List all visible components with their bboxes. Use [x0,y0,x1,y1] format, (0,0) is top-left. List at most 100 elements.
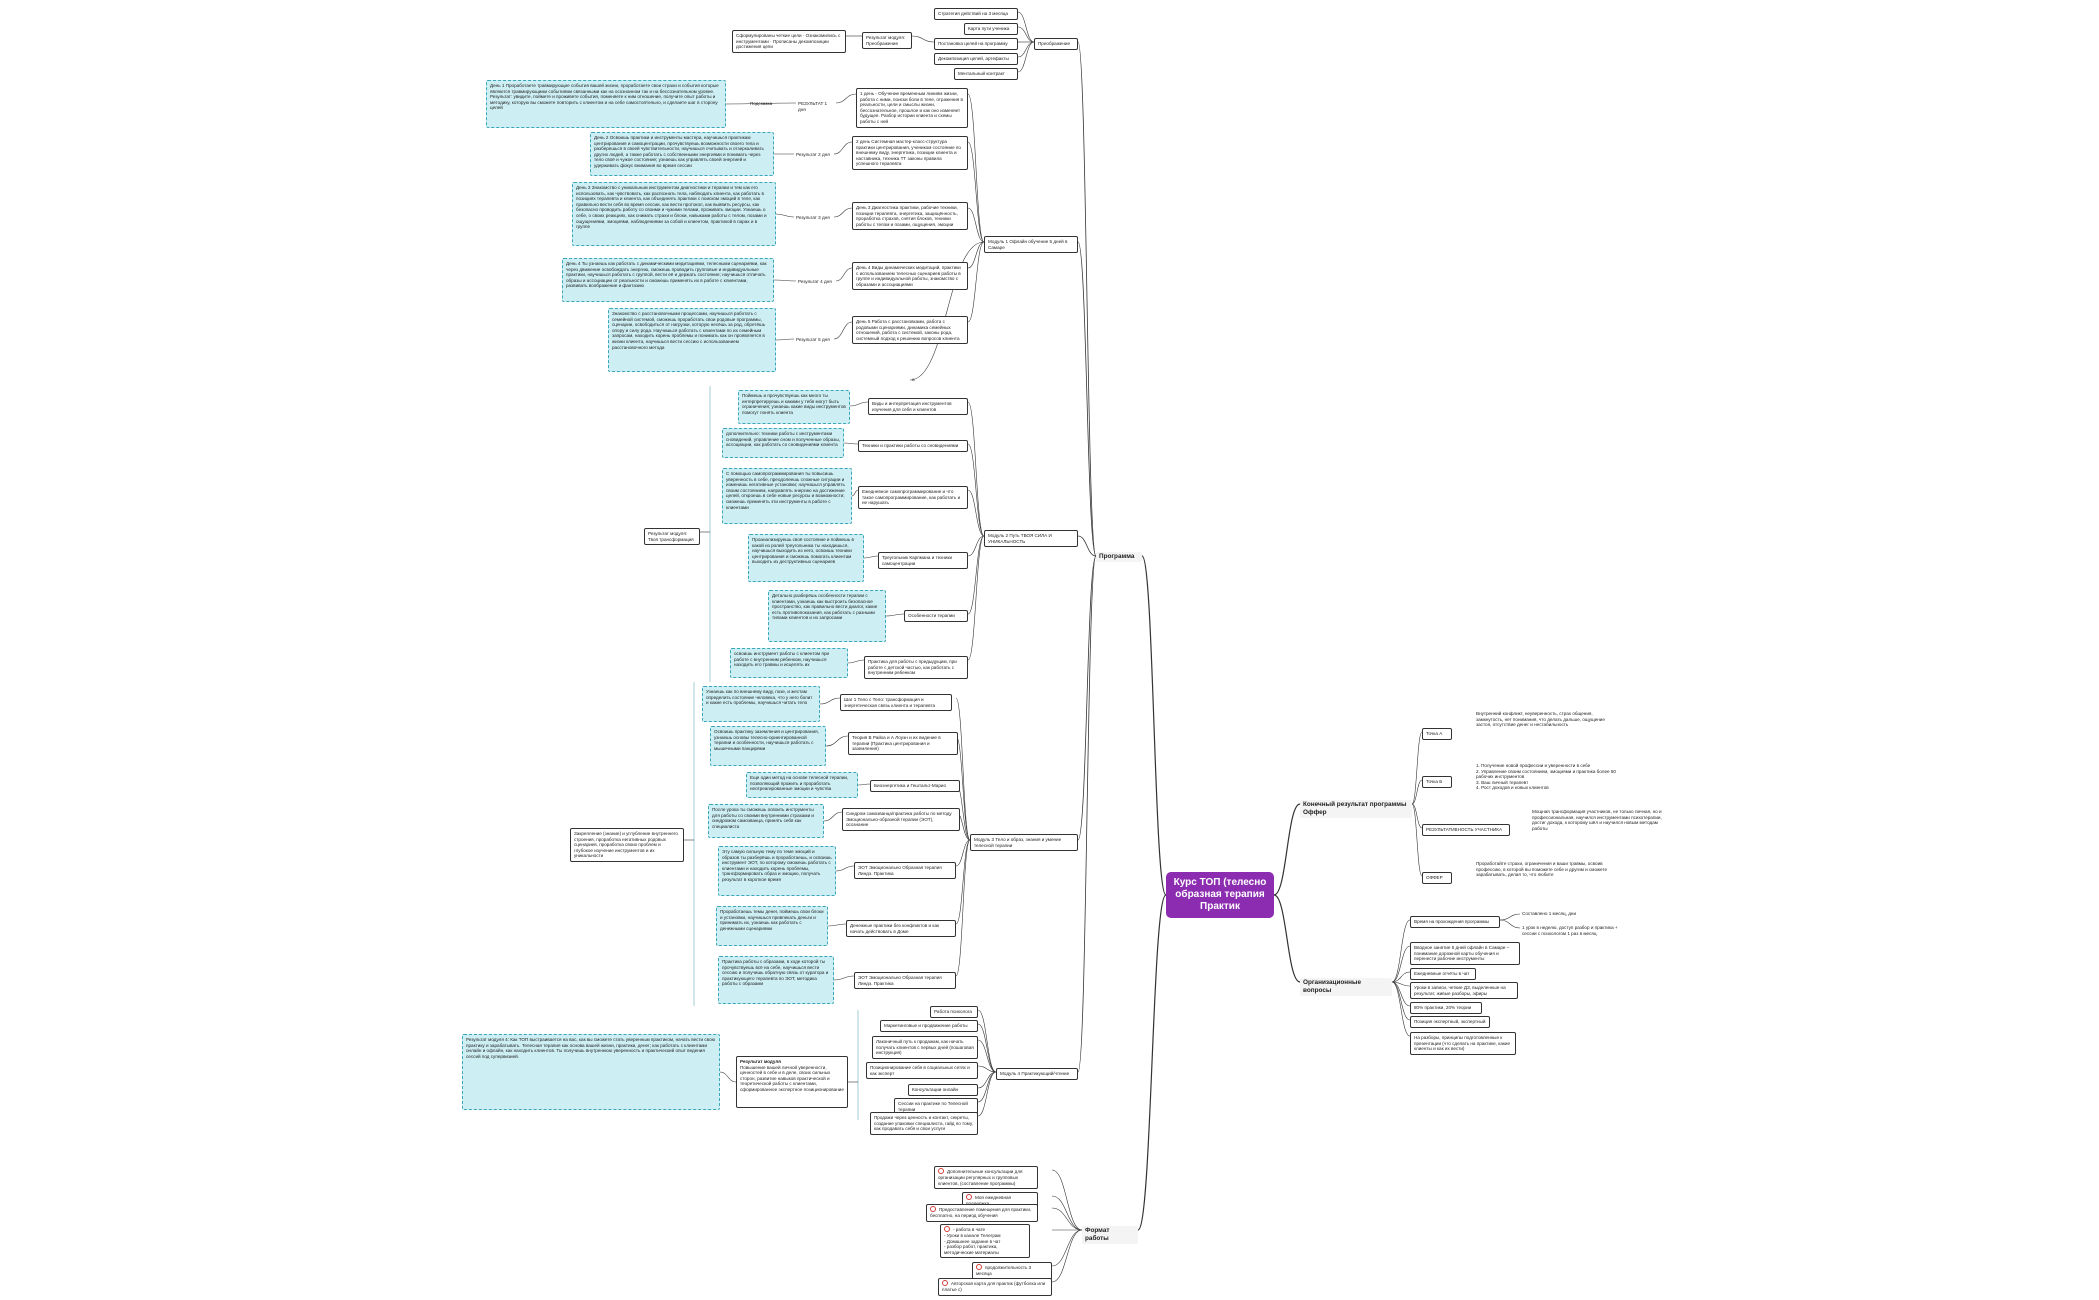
module1-day2-topic[interactable]: 2 день Системная мастер-класс-структура … [852,136,968,170]
module2-detail[interactable]: Детально разберёшь особенности терапии с… [768,590,886,642]
connector [977,1071,997,1089]
org-item[interactable]: Время на прохождения программы [1410,916,1500,928]
final-participant-results[interactable]: РЕЗУЛЬТАТИВНОСТЬ УЧАСТНИКА [1422,824,1510,836]
module2-detail[interactable]: Проанализируешь своё состояние и поймешь… [748,534,864,582]
format-item[interactable]: Дополнительные консультации для организа… [934,1166,1038,1190]
branch-final-result[interactable]: Конечный результат программы Оффер [1300,800,1412,818]
connector [1051,1207,1083,1231]
module2-topic[interactable]: Практика для работы с предыдущим, при ра… [864,656,968,679]
module3-topic[interactable]: Шаг 1 Тело с Тело: трансформация и энерг… [840,694,952,712]
module4-topic[interactable]: Работа психолога [930,1006,978,1018]
module2-topic[interactable]: Виды и интерпретация инструментов изучен… [868,398,968,416]
module2-topic[interactable]: Особенности терапии [904,610,968,622]
org-item[interactable]: 80% практики, 20% теории [1410,1002,1482,1014]
transform-item[interactable]: Ментальный контракт [954,68,1018,80]
org-item[interactable]: Вводное занятие 5 дней офлайн в Самаре –… [1410,942,1520,965]
module3-topic[interactable]: ЭОТ Эмоционально Образная терапия Линдэ.… [854,862,956,880]
final-point-a[interactable]: Точка А [1422,728,1452,740]
module4-topic[interactable]: Маркетинговые и продвижение работы [880,1020,978,1032]
org-item[interactable]: На разборы, принципы подготовленные к пр… [1410,1032,1516,1055]
connector [1391,919,1411,983]
connector [835,267,853,282]
module4-topic[interactable]: Позиционирование себя в социальных сетях… [866,1062,978,1080]
module3-topic[interactable]: Синдром самозванца/практика работы по ме… [842,808,960,831]
module1-day3-topic[interactable]: День 3 Диагностика практики, рабочие тех… [852,202,968,231]
module2-topic[interactable]: Треугольник Карпмана и техники самоцентр… [878,552,968,570]
module4-node[interactable]: Модуль 4 Практикующий/чтение [996,1068,1078,1080]
connector [851,489,859,497]
transform-result-text[interactable]: Сформулированы четкие цели · Ознакомилис… [732,30,846,53]
module1-day3-result[interactable]: День 3 Знакомство с уникальным инструмен… [572,182,776,246]
module3-detail[interactable]: После урока ты сможешь освоить инструмен… [708,804,824,838]
final-point-b[interactable]: Точка Б [1422,776,1452,788]
module4-topic[interactable]: Консультации онлайн [908,1084,978,1096]
small-marker: а [912,377,915,382]
connector [773,279,797,282]
branch-organization[interactable]: Организационные вопросы [1300,978,1392,996]
final-offer[interactable]: ОФФЕР [1422,872,1452,884]
org-item[interactable]: Уроки в записи, четкие ДЗ, выделенные на… [1410,982,1518,1000]
root-topic[interactable]: Курс ТОП (телесно образная терапия Практ… [1166,872,1274,918]
module3-detail[interactable]: Проработаешь темы денег, поймешь свои бл… [716,906,828,946]
module2-topic[interactable]: Ежедневное самопрограммирование и что та… [858,486,968,509]
connector [827,923,847,927]
module3-detail[interactable]: Эту самую сильную тему по теме эмоций и … [718,846,836,896]
transform-item[interactable]: Стратегия действий на 3 месяца [934,8,1018,20]
connector [1411,803,1423,877]
module2-node[interactable]: Модуль 2 Путь ТВОЯ СИЛА И УНИКАЛЬНОСТЬ [984,530,1078,548]
module4-topic[interactable]: Лаконичный путь к продажам, как начать п… [872,1036,978,1059]
connector [823,811,843,822]
module1-day4-topic[interactable]: День 4 Виды динамических медитаций, прак… [852,262,968,291]
connector [1499,913,1521,921]
module4-long-text[interactable]: Результат модуля 4: Как ТОП выстраиваетс… [462,1034,720,1110]
connector [1411,779,1423,805]
module1-day2-result[interactable]: День 2 Освоишь практики и инструменты ма… [590,132,774,176]
connector [967,489,985,537]
module2-detail[interactable]: Поймешь и прочувствуешь как много ты инт… [738,390,850,424]
module3-topic[interactable]: Теория В Райха и А Лоуэн и их видение в … [848,732,958,755]
module2-result-label[interactable]: Результат модуля: Твоя трансформация [644,528,700,546]
module1-day4-result[interactable]: День 4 Ты узнаешь как работать с динамич… [562,258,774,302]
module3-topic[interactable]: Денежные практики без конфликтов и как н… [846,920,956,938]
transform-item[interactable]: Карта пути ученика [964,23,1018,35]
module1-day5-topic[interactable]: День 5 Работа с расстановками, работа с … [852,316,968,345]
format-item[interactable]: продолжительность 3 месяца [972,1262,1052,1280]
transform-node[interactable]: Преображение [1034,38,1078,50]
format-item[interactable]: Авторская карта для практик (футболка ил… [938,1278,1052,1296]
format-item[interactable]: Предоставление помещения для практики, б… [926,1204,1038,1222]
module3-topic[interactable]: Биоэнергетика и Гештальт-Марио [870,780,960,792]
transform-result-label[interactable]: Результат модуля: Преображение [862,32,912,50]
module3-detail[interactable]: Узнаешь как по внешнему виду, позе, и же… [702,686,820,722]
connector [967,141,985,243]
module3-detail[interactable]: Освоишь практику заземления и центрирова… [710,726,826,766]
branch-program[interactable]: Программа [1096,552,1142,562]
connector [1077,555,1097,1073]
module3-side-note[interactable]: Закрепление (знание) и углубление внутре… [570,828,684,862]
marker-icon [930,1206,936,1212]
transform-item[interactable]: Постановка целей на программу [934,38,1018,50]
branch-format[interactable]: Формат работы [1082,1226,1138,1244]
module4-topic[interactable]: Продажи через ценность и контакт, секрет… [870,1112,978,1135]
module3-detail[interactable]: Еще один метод на основе телесной терапи… [746,772,858,798]
transform-item[interactable]: Декомпозиция целей, артефакты [934,53,1018,65]
connector [775,338,795,341]
module1-node[interactable]: Модуль 1 Офлайн обучение 5 дней в Самаре [984,236,1078,254]
module3-topic[interactable]: ЭОТ Эмоционально Образная терапия Линдэ.… [854,972,956,990]
connector [1077,241,1097,557]
module1-day5-result[interactable]: Знакомство с расстановочными процессами,… [608,308,776,372]
module4-result-heading: Результат модуля [740,1059,781,1064]
format-item[interactable]: - работа в чате - Уроки в канале Телегра… [940,1224,1030,1259]
module1-day1-topic[interactable]: 1 день - Обучение временным линиям жизни… [856,88,968,128]
connector [849,401,869,407]
module2-detail[interactable]: освоишь инструмент работы с клиентом при… [730,648,848,678]
module2-detail[interactable]: С помощью самопрограммирования ты повыси… [722,468,852,524]
module3-detail[interactable]: Практика работы с образами, в ходе котор… [718,956,834,1004]
module1-day1-result[interactable]: День 1 Проработаете травмирующие события… [486,80,726,128]
org-item[interactable]: Ежедневные отчёты в чат [1410,968,1476,980]
module2-detail[interactable]: дополнительно: техники работы с инструме… [722,428,844,458]
module2-topic[interactable]: Техники и практики работы со сновидениям… [858,440,968,452]
org-item[interactable]: Позиция экспертный, экспертный [1410,1016,1490,1028]
module3-node[interactable]: Модуль 3 Тело и образ, знания и умение т… [970,834,1078,852]
